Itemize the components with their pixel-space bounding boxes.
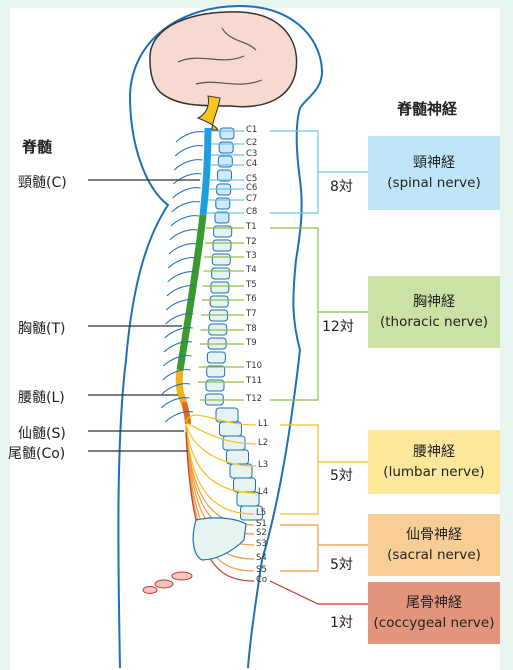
vertebra <box>217 170 231 181</box>
vertebral-process <box>162 384 190 394</box>
segment-label-t8: T8 <box>246 324 257 334</box>
segment-label-t9: T9 <box>246 338 257 348</box>
bracket-sacral <box>280 525 368 571</box>
nerve-box-lumbar: 腰神経 (lumbar nerve) <box>368 430 500 494</box>
nerve-en-cervical: (spinal nerve) <box>387 173 480 193</box>
segment-label-c2: C2 <box>246 138 257 148</box>
nerve-en-coccygeal: (coccygeal nerve) <box>374 613 495 633</box>
vertebra <box>211 282 229 293</box>
segment-label-t6: T6 <box>246 294 257 304</box>
spinal-cord-thoracic <box>180 215 203 370</box>
segment-label-c4: C4 <box>246 159 257 169</box>
vertebral-process <box>168 258 196 268</box>
region-label-thoracic: 胸髄(T) <box>18 318 65 338</box>
segment-label-co: Co <box>256 575 267 585</box>
nerve-jp-lumbar: 腰神経 <box>413 442 455 462</box>
region-label-cervical: 頸髄(C) <box>18 172 67 192</box>
nerve-box-sacral: 仙骨神経 (sacral nerve) <box>368 514 500 576</box>
nerve-jp-cervical: 頸神経 <box>413 153 455 173</box>
segment-label-t11: T11 <box>246 376 262 386</box>
segment-label-l4: L4 <box>258 487 268 497</box>
vertebra <box>207 366 225 377</box>
segment-label-t12: T12 <box>246 394 262 404</box>
bracket-coccygeal <box>270 581 368 604</box>
segment-label-t3: T3 <box>246 251 257 261</box>
nerve-box-thoracic: 胸神経 (thoracic nerve) <box>368 276 500 348</box>
page-title: 脊髄神経 <box>397 98 457 119</box>
vertebra <box>227 450 249 464</box>
sacrum <box>193 518 246 560</box>
nerve-box-cervical: 頸神経 (spinal nerve) <box>368 136 500 210</box>
segment-label-c8: C8 <box>246 207 257 217</box>
vertebra <box>213 240 231 251</box>
vertebral-process <box>173 188 201 198</box>
bracket-lumbar <box>280 425 368 514</box>
pair-count-coccygeal: 1対 <box>330 612 353 632</box>
vertebra <box>212 254 230 265</box>
segment-label-t10: T10 <box>246 361 262 371</box>
coccyx-bone-1 <box>172 572 192 580</box>
vertebral-process <box>169 244 197 254</box>
segment-label-s3: S3 <box>256 539 267 549</box>
vertebra <box>220 128 234 139</box>
pair-count-thoracic: 12対 <box>322 316 354 336</box>
segment-label-t1: T1 <box>246 222 257 232</box>
vertebral-process <box>174 160 202 170</box>
vertebral-process <box>170 230 198 240</box>
segment-label-l5: L5 <box>256 508 266 518</box>
segment-label-l2: L2 <box>258 438 268 448</box>
vertebra <box>237 492 259 506</box>
vertebral-process <box>172 202 200 212</box>
segment-label-s5: S5 <box>256 565 267 575</box>
region-label-lumbar: 腰髄(L) <box>18 387 65 407</box>
segment-label-c1: C1 <box>246 125 257 135</box>
bracket-thoracic <box>270 228 368 400</box>
region-label-sacral: 仙髄(S) <box>18 423 66 443</box>
pair-count-lumbar: 5対 <box>330 465 353 485</box>
vertebral-process <box>164 342 192 352</box>
nerve-jp-coccygeal: 尾骨神経 <box>406 593 462 613</box>
nerve-en-lumbar: (lumbar nerve) <box>383 462 484 482</box>
vertebral-process <box>171 216 199 226</box>
segment-label-s2: S2 <box>256 528 267 538</box>
segment-label-l1: L1 <box>258 419 268 429</box>
spinal-cord-cervical <box>203 128 208 215</box>
segment-label-c7: C7 <box>246 194 257 204</box>
region-label-coccygeal: 尾髄(Co) <box>8 443 65 463</box>
segment-label-l3: L3 <box>258 460 268 470</box>
nerve-jp-sacral: 仙骨神経 <box>406 525 462 545</box>
nerve-jp-thoracic: 胸神経 <box>413 292 455 312</box>
segment-label-t4: T4 <box>246 265 257 275</box>
vertebral-process <box>175 146 203 156</box>
segment-label-t5: T5 <box>246 280 257 290</box>
bracket-cervical <box>270 131 368 213</box>
coccyx-bone-3 <box>143 587 157 594</box>
pair-count-cervical: 8対 <box>330 176 353 196</box>
segment-label-c6: C6 <box>246 183 257 193</box>
vertebra <box>215 212 229 223</box>
nerve-box-coccygeal: 尾骨神経 (coccygeal nerve) <box>368 582 500 644</box>
vertebra <box>234 478 256 492</box>
segment-label-t7: T7 <box>246 309 257 319</box>
segment-label-s4: S4 <box>256 553 267 563</box>
vertebra <box>207 352 225 363</box>
vertebral-process <box>173 174 201 184</box>
segment-label-c3: C3 <box>246 149 257 159</box>
coccyx-bone-2 <box>155 580 173 588</box>
nerve-en-sacral: (sacral nerve) <box>387 545 481 565</box>
vertebra <box>210 296 228 307</box>
pair-count-sacral: 5対 <box>330 554 353 574</box>
segment-label-t2: T2 <box>246 237 257 247</box>
spinal-cord-title: 脊髄 <box>22 136 52 157</box>
vertebra <box>212 268 230 279</box>
vertebral-process <box>176 132 204 142</box>
nerve-en-thoracic: (thoracic nerve) <box>380 312 488 332</box>
